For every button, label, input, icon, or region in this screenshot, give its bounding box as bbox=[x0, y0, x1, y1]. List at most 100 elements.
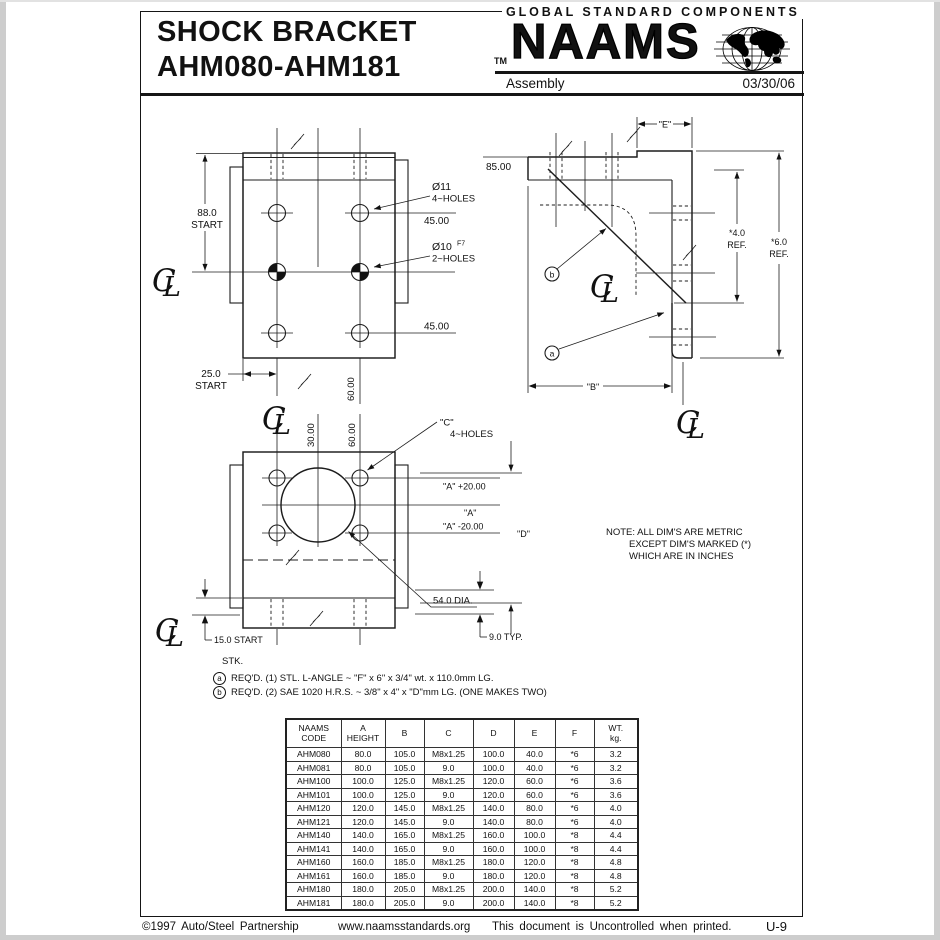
dim-88-sub-label: START bbox=[191, 220, 223, 231]
table-cell: M8x1.25 bbox=[423, 882, 474, 897]
stock-note-b: b REQ'D. (2) SAE 1020 H.R.S. ~ 3/8" x 4"… bbox=[213, 686, 547, 699]
table-cell: AHM141 bbox=[285, 841, 342, 856]
table-cell: 4.4 bbox=[593, 841, 639, 856]
page-number: U-9 bbox=[766, 919, 787, 934]
note-line1: NOTE: ALL DIM'S ARE METRIC bbox=[606, 527, 743, 538]
table-cell: *8 bbox=[554, 828, 595, 843]
table-cell: 125.0 bbox=[384, 774, 425, 789]
dim-45-top-label: 45.00 bbox=[424, 216, 449, 227]
table-cell: 3.2 bbox=[593, 747, 639, 762]
dim-45-bottom-label: 45.00 bbox=[424, 322, 449, 333]
col-header-e: E bbox=[513, 718, 556, 748]
col-header-b: B bbox=[384, 718, 425, 748]
table-cell: *6 bbox=[554, 814, 595, 829]
balloon-b-label: b bbox=[550, 270, 555, 280]
col-header-f: F bbox=[554, 718, 595, 748]
table-cell: M8x1.25 bbox=[423, 828, 474, 843]
table-cell: M8x1.25 bbox=[423, 747, 474, 762]
table-cell: M8x1.25 bbox=[423, 801, 474, 816]
table-cell: 100.0 bbox=[340, 787, 386, 802]
table-cell: 100.0 bbox=[472, 760, 515, 775]
table-cell: 160.0 bbox=[340, 868, 386, 883]
table-cell: 40.0 bbox=[513, 760, 556, 775]
hole1-count-label: 4~HOLES bbox=[432, 194, 475, 205]
svg-text:L: L bbox=[162, 272, 181, 303]
title-line1: SHOCK BRACKET bbox=[157, 16, 417, 48]
table-cell: 140.0 bbox=[513, 882, 556, 897]
table-cell: 4.8 bbox=[593, 868, 639, 883]
trademark-label: TM bbox=[494, 56, 507, 66]
hole2-dia-label: Ø10 bbox=[432, 241, 452, 253]
zigzag-break-icon bbox=[290, 133, 305, 150]
table-cell: 3.6 bbox=[593, 787, 639, 802]
hole2-fit-label: F7 bbox=[457, 241, 465, 248]
table-cell: *6 bbox=[554, 760, 595, 775]
svg-text:L: L bbox=[686, 414, 705, 445]
page-edge-bottom bbox=[0, 935, 940, 940]
table-cell: 205.0 bbox=[384, 895, 425, 911]
table-cell: AHM121 bbox=[285, 814, 342, 829]
table-cell: 145.0 bbox=[384, 814, 425, 829]
dim-60b-label: 60.00 bbox=[347, 423, 358, 447]
dim-85-label: 85.00 bbox=[486, 162, 511, 173]
balloon-a-label: a bbox=[550, 349, 555, 359]
table-cell: 9.0 bbox=[423, 868, 474, 883]
dia-54-label: 54.0 DIA. bbox=[433, 596, 473, 607]
table-cell: 100.0 bbox=[340, 774, 386, 789]
doc-type-label: Assembly bbox=[506, 76, 565, 91]
table-cell: *8 bbox=[554, 868, 595, 883]
col-header-d: D bbox=[472, 718, 515, 748]
header-separator bbox=[140, 93, 804, 97]
dim-e-label: "E" bbox=[659, 120, 671, 130]
table-cell: 140.0 bbox=[472, 801, 515, 816]
stock-note-b-text: REQ'D. (2) SAE 1020 H.R.S. ~ 3/8" x 4" x… bbox=[231, 687, 547, 698]
page-title: SHOCK BRACKET AHM080-AHM181 bbox=[157, 15, 417, 85]
page-edge-right bbox=[934, 0, 940, 940]
note-line2: EXCEPT DIM'S MARKED (*) bbox=[629, 539, 751, 550]
table-cell: M8x1.25 bbox=[423, 855, 474, 870]
table-cell: AHM081 bbox=[285, 760, 342, 775]
table-cell: AHM180 bbox=[285, 882, 342, 897]
balloon-b bbox=[544, 266, 560, 282]
table-cell: 4.0 bbox=[593, 814, 639, 829]
table-cell: 160.0 bbox=[472, 828, 515, 843]
svg-text:C: C bbox=[262, 401, 286, 437]
table-cell: 160.0 bbox=[472, 841, 515, 856]
page-edge-left bbox=[0, 0, 6, 940]
hole2-count-label: 2~HOLES bbox=[432, 254, 475, 265]
table-cell: *6 bbox=[554, 774, 595, 789]
table-cell: 9.0 bbox=[423, 814, 474, 829]
col-header-wt: WT.kg. bbox=[593, 718, 639, 748]
stock-note-a-text: REQ'D. (1) STL. L-ANGLE ~ "F" x 6" x 3/4… bbox=[231, 673, 494, 684]
table-cell: *8 bbox=[554, 882, 595, 897]
dim-4-ref-label: REF. bbox=[727, 240, 747, 250]
hole-c-label: "C" bbox=[440, 418, 454, 429]
sheet-border bbox=[140, 11, 803, 917]
zigzag-break-icon bbox=[285, 549, 300, 566]
svg-text:C: C bbox=[676, 405, 700, 441]
a-mid-label: "A" bbox=[464, 508, 476, 518]
start-15-label: 15.0 START bbox=[214, 635, 263, 645]
svg-text:C: C bbox=[155, 613, 179, 649]
dim-d-label: "D" bbox=[517, 529, 530, 539]
table-cell: 140.0 bbox=[513, 895, 556, 911]
stock-label: STK. bbox=[222, 656, 244, 667]
zigzag-break-icon bbox=[626, 126, 641, 143]
table-cell: *8 bbox=[554, 841, 595, 856]
table-cell: AHM120 bbox=[285, 801, 342, 816]
centerline-symbol: C L bbox=[262, 401, 291, 441]
hole-c-count-label: 4~HOLES bbox=[450, 429, 493, 440]
dim-88-label: 88.0 bbox=[197, 208, 217, 219]
